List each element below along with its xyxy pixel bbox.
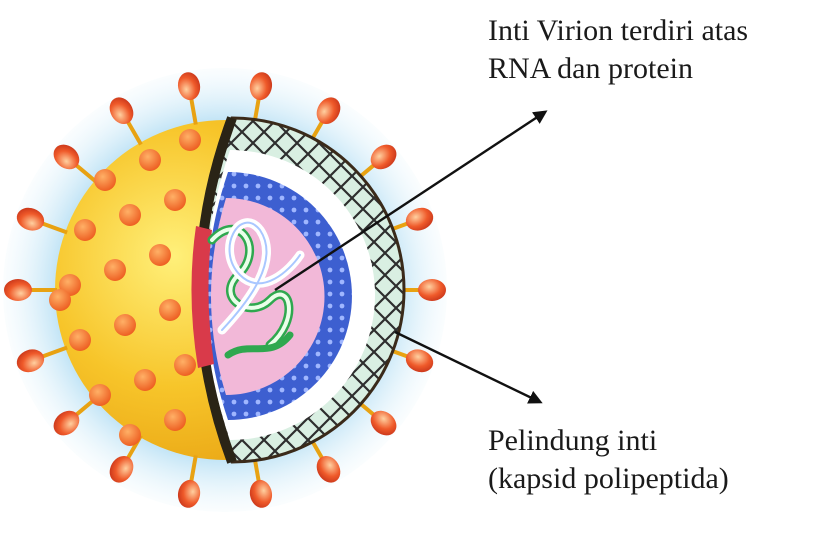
surface-dot: [49, 289, 71, 311]
capsid-label-line1: Pelindung inti: [488, 422, 729, 460]
surface-dot: [89, 384, 111, 406]
surface-dot: [104, 259, 126, 281]
surface-dot: [74, 219, 96, 241]
core-label-line2: RNA dan protein: [488, 50, 748, 88]
surface-dot: [119, 204, 141, 226]
core-label: Inti Virion terdiri atas RNA dan protein: [488, 12, 748, 88]
capsid-label-line2: (kapsid polipeptida): [488, 460, 729, 498]
surface-dot: [94, 169, 116, 191]
surface-dot: [149, 244, 171, 266]
capsid-label: Pelindung inti (kapsid polipeptida): [488, 422, 729, 498]
surface-dot: [164, 189, 186, 211]
surface-dot: [139, 149, 161, 171]
spike-head: [418, 279, 446, 301]
surface-dot: [159, 299, 181, 321]
surface-dot: [134, 369, 156, 391]
surface-dot: [164, 409, 186, 431]
surface-dot: [174, 354, 196, 376]
core-label-line1: Inti Virion terdiri atas: [488, 12, 748, 50]
surface-dot: [69, 329, 91, 351]
surface-dot: [114, 314, 136, 336]
surface-dot: [179, 129, 201, 151]
spike-head: [4, 279, 32, 301]
surface-dot: [119, 424, 141, 446]
